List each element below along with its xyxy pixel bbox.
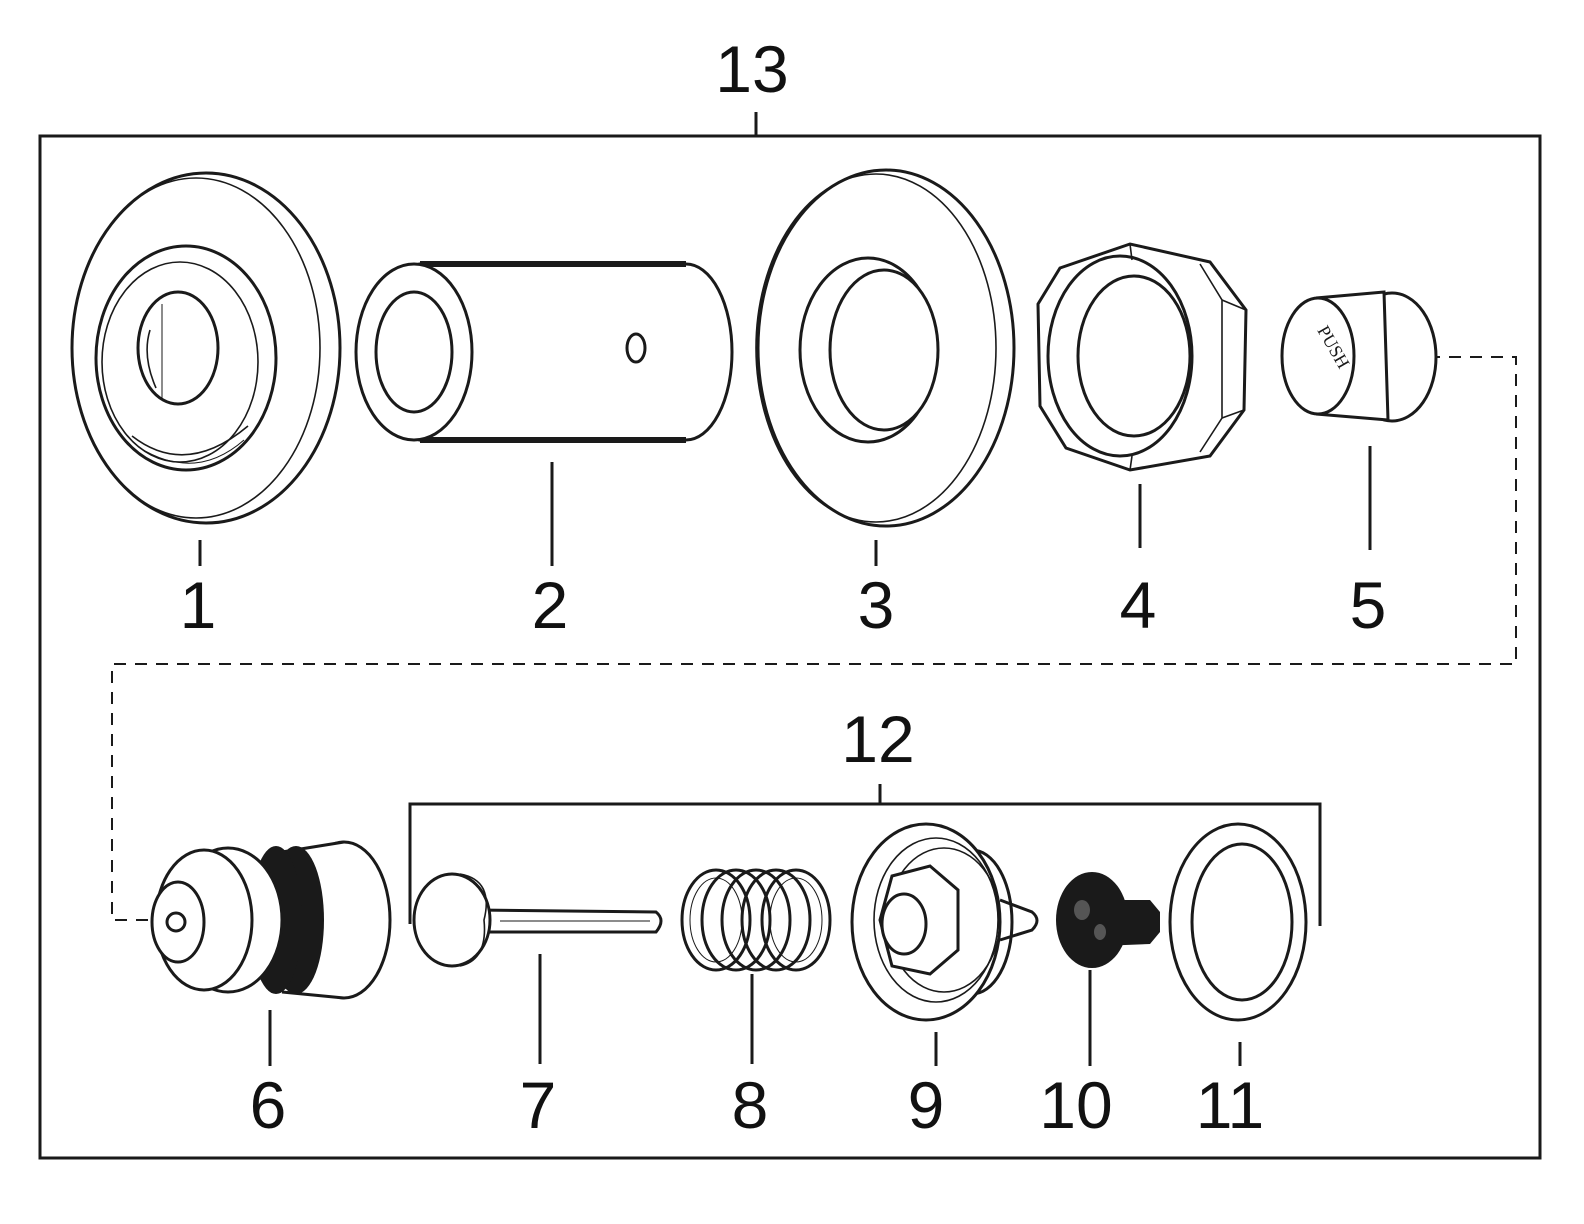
subassembly-bracket <box>408 784 1322 926</box>
part-5-push-button: PUSH <box>1280 290 1438 423</box>
label-assembly-13: 13 <box>715 32 788 106</box>
part-9-valve-seat <box>850 822 1039 1022</box>
part-2-threaded-nipple <box>354 261 734 443</box>
label-part-9: 9 <box>908 1068 945 1142</box>
label-part-4: 4 <box>1120 568 1157 642</box>
label-part-5: 5 <box>1350 568 1387 642</box>
label-part-3: 3 <box>858 568 895 642</box>
part-3-threaded-flange <box>755 168 1016 528</box>
dashed-connector <box>111 356 1517 921</box>
part-8-spring <box>680 868 832 972</box>
part-4-hex-nut <box>1036 242 1248 472</box>
label-part-7: 7 <box>520 1068 557 1142</box>
label-part-11: 11 <box>1196 1068 1265 1142</box>
label-part-1: 1 <box>180 568 217 642</box>
label-part-8: 8 <box>732 1068 769 1142</box>
part-10-rubber-stopper <box>1056 872 1160 968</box>
part-11-gasket-ring <box>1168 822 1308 1022</box>
label-part-6: 6 <box>250 1068 287 1142</box>
assembly-frame <box>38 112 1542 1160</box>
part-7-plunger <box>412 872 663 968</box>
part-6-cartridge <box>150 840 392 1000</box>
part-1-escutcheon <box>70 171 342 525</box>
label-part-10: 10 <box>1039 1068 1112 1142</box>
label-part-2: 2 <box>532 568 569 642</box>
label-subassembly-12: 12 <box>841 702 914 776</box>
